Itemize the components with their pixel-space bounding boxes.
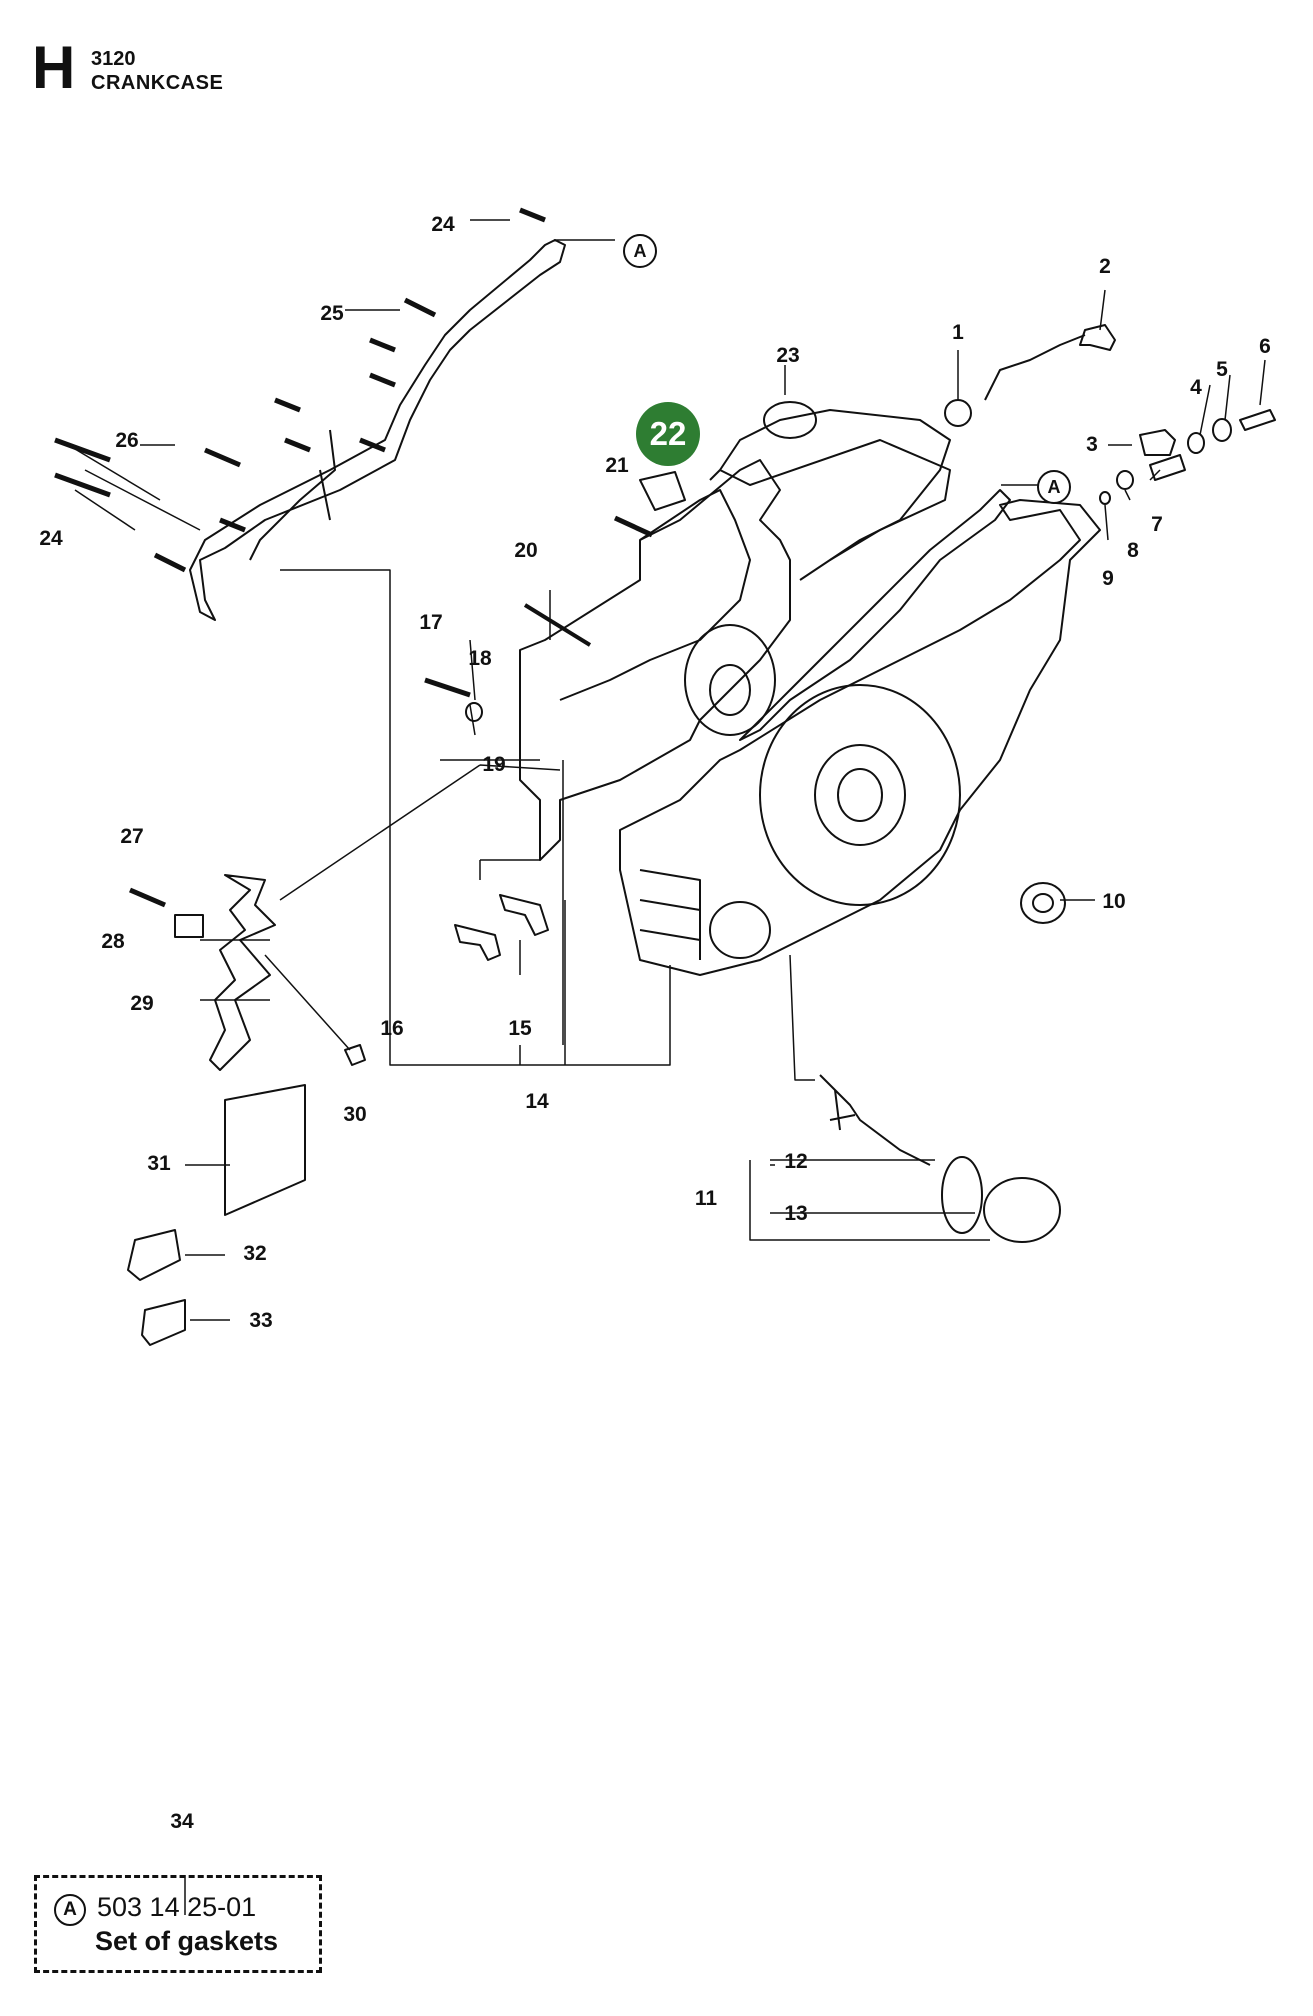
callout-27[interactable]: 27 bbox=[120, 825, 144, 848]
callout-28[interactable]: 28 bbox=[101, 930, 125, 953]
callout-34[interactable]: 34 bbox=[170, 1810, 194, 1833]
part-2 bbox=[1079, 324, 1116, 351]
callout-6[interactable]: 6 bbox=[1259, 335, 1271, 358]
part-12 bbox=[941, 1156, 983, 1234]
part-22 bbox=[639, 471, 686, 511]
callout-5[interactable]: 5 bbox=[1216, 358, 1228, 381]
callout-19[interactable]: 19 bbox=[482, 753, 506, 776]
crankcase-left-half bbox=[519, 459, 791, 861]
callout-32[interactable]: 32 bbox=[243, 1242, 267, 1265]
cover-plate bbox=[719, 439, 951, 561]
callout-7[interactable]: 7 bbox=[1151, 513, 1163, 536]
part-1 bbox=[944, 399, 972, 427]
callout-23[interactable]: 23 bbox=[776, 344, 800, 367]
callout-30[interactable]: 30 bbox=[343, 1103, 367, 1126]
part-21 bbox=[613, 515, 654, 538]
header-letter: H bbox=[32, 34, 76, 101]
part-6 bbox=[1239, 409, 1276, 431]
part-15a bbox=[499, 894, 549, 936]
callout-9[interactable]: 9 bbox=[1102, 567, 1114, 590]
part-7 bbox=[1149, 454, 1186, 481]
callout-20[interactable]: 20 bbox=[514, 539, 538, 562]
callout-3[interactable]: 3 bbox=[1086, 433, 1098, 456]
callout-1[interactable]: 1 bbox=[952, 321, 964, 344]
header-code: 3120 bbox=[91, 48, 136, 70]
callout-33[interactable]: 33 bbox=[249, 1309, 273, 1332]
kit-part-number: 503 14 25-01 bbox=[97, 1892, 257, 1922]
part-27 bbox=[129, 887, 166, 908]
part-31 bbox=[224, 1084, 306, 1216]
part-23 bbox=[763, 401, 817, 439]
callout-13[interactable]: 13 bbox=[784, 1202, 808, 1225]
part-29 bbox=[209, 874, 276, 1071]
crankcase-right-half bbox=[619, 499, 1101, 976]
callout-12[interactable]: 12 bbox=[784, 1150, 808, 1173]
callout-21[interactable]: 21 bbox=[605, 454, 629, 477]
callout-24-top[interactable]: 24 bbox=[431, 213, 455, 236]
part-5 bbox=[1212, 418, 1232, 442]
part-17 bbox=[424, 677, 471, 698]
ref-marker-a-top: A bbox=[623, 234, 657, 268]
callout-15[interactable]: 15 bbox=[508, 1017, 532, 1040]
callout-24-left[interactable]: 24 bbox=[39, 527, 63, 550]
callout-31[interactable]: 31 bbox=[147, 1152, 171, 1175]
ref-marker-a-mid: A bbox=[1037, 470, 1071, 504]
part-32 bbox=[127, 1229, 181, 1281]
kit-ref-marker: A bbox=[54, 1894, 86, 1926]
highlighted-part-22[interactable]: 22 bbox=[636, 402, 700, 466]
callout-11[interactable]: 11 bbox=[694, 1187, 718, 1210]
kit-box[interactable]: A 503 14 25-01 Set of gaskets bbox=[34, 1875, 322, 1973]
callout-14[interactable]: 14 bbox=[525, 1090, 549, 1113]
header-title: CRANKCASE bbox=[91, 72, 224, 94]
callout-2[interactable]: 2 bbox=[1099, 255, 1111, 278]
part-33 bbox=[141, 1299, 186, 1346]
part-3 bbox=[1139, 429, 1176, 456]
part-13 bbox=[983, 1177, 1061, 1243]
part-20 bbox=[523, 603, 592, 647]
gasket-strip bbox=[189, 239, 566, 621]
part-4 bbox=[1187, 432, 1205, 454]
part-10 bbox=[1020, 882, 1066, 924]
part-8 bbox=[1116, 470, 1134, 490]
callout-17[interactable]: 17 bbox=[419, 611, 443, 634]
part-28 bbox=[174, 914, 204, 938]
part-9 bbox=[1099, 491, 1111, 505]
kit-description: Set of gaskets bbox=[95, 1926, 279, 1956]
callout-4[interactable]: 4 bbox=[1190, 376, 1202, 399]
part-30 bbox=[344, 1044, 366, 1066]
callout-26[interactable]: 26 bbox=[115, 429, 139, 452]
callout-16[interactable]: 16 bbox=[380, 1017, 404, 1040]
callout-10[interactable]: 10 bbox=[1102, 890, 1126, 913]
callout-29[interactable]: 29 bbox=[130, 992, 154, 1015]
part-18 bbox=[465, 702, 483, 722]
callout-18[interactable]: 18 bbox=[468, 647, 492, 670]
callout-25[interactable]: 25 bbox=[320, 302, 344, 325]
callout-8[interactable]: 8 bbox=[1127, 539, 1139, 562]
part-15b bbox=[454, 924, 501, 961]
